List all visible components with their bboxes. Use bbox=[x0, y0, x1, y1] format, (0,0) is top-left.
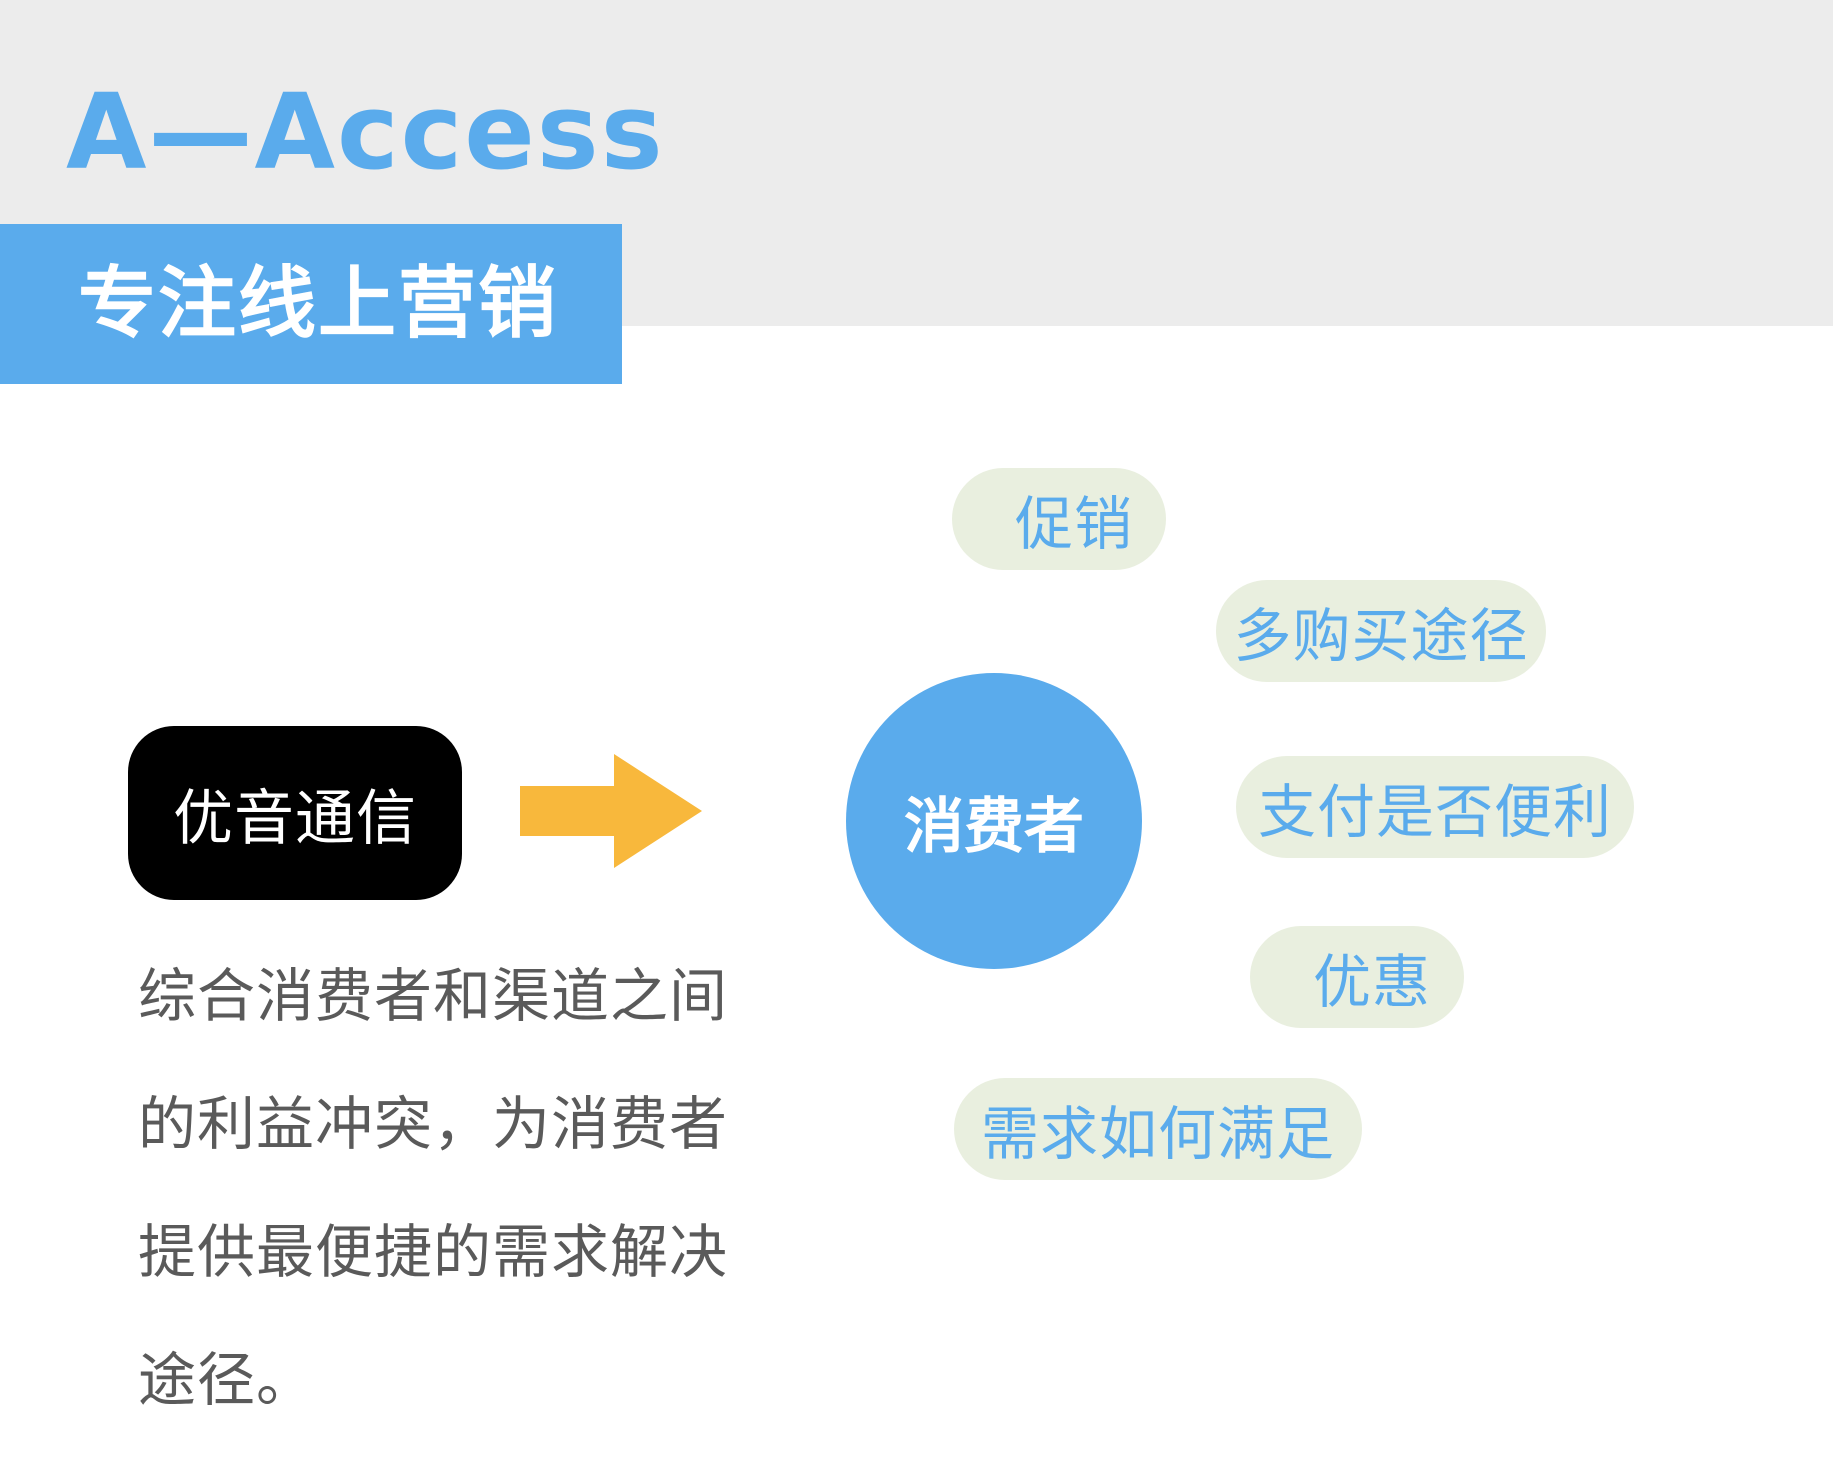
consumer-circle: 消费者 bbox=[846, 673, 1142, 969]
need-label: 促销 bbox=[1014, 490, 1133, 558]
arrow-shape bbox=[520, 754, 702, 868]
need-pill-demand-satisfaction: 需求如何满足 bbox=[954, 1078, 1362, 1180]
arrow-right-icon bbox=[520, 754, 702, 868]
subtitle-text: 专注线上营销 bbox=[78, 259, 559, 349]
main-title-text: A—Access bbox=[66, 71, 665, 193]
main-title: A—Access bbox=[66, 72, 665, 192]
need-pill-payment-convenience: 支付是否便利 bbox=[1236, 756, 1634, 858]
brand-label: 优音通信 bbox=[173, 783, 417, 854]
need-label: 多购买途径 bbox=[1233, 602, 1529, 670]
need-pill-purchase-channels: 多购买途径 bbox=[1216, 580, 1546, 682]
need-label: 支付是否便利 bbox=[1257, 778, 1612, 846]
brand-box: 优音通信 bbox=[128, 726, 462, 900]
consumer-label: 消费者 bbox=[904, 791, 1084, 862]
need-pill-discount: 优惠 bbox=[1250, 926, 1464, 1028]
need-pill-promotion: 促销 bbox=[952, 468, 1166, 570]
subtitle-bar bbox=[0, 224, 622, 384]
need-label: 优惠 bbox=[1312, 948, 1431, 1016]
description-text: 综合消费者和渠道之间的利益冲突，为消费者提供最便捷的需求解决途径。 bbox=[138, 962, 729, 1414]
need-label: 需求如何满足 bbox=[980, 1100, 1335, 1168]
